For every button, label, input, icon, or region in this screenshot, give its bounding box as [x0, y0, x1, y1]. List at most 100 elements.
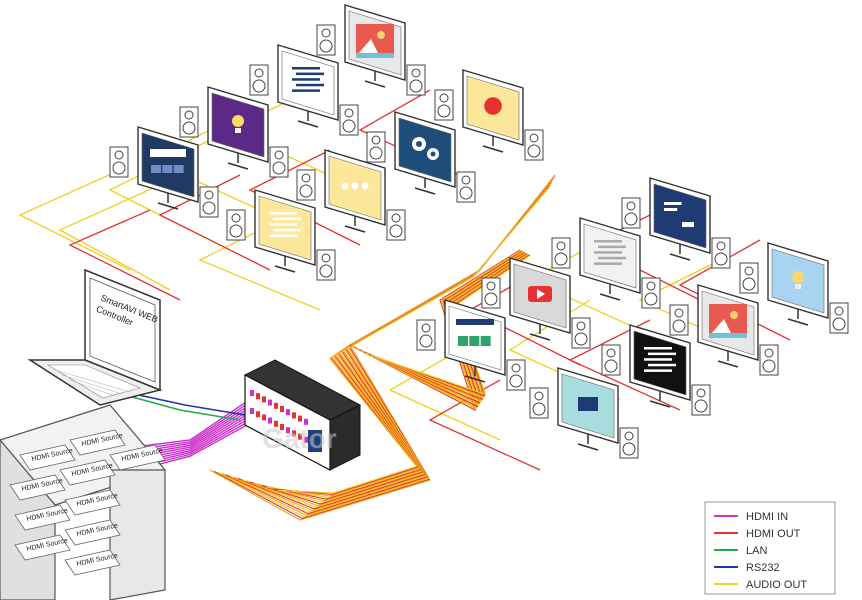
- display-unit: [434, 69, 544, 161]
- monitor: [557, 367, 619, 451]
- speaker-left: [601, 344, 621, 376]
- speaker-left: [739, 262, 759, 294]
- speaker-left: [416, 319, 436, 351]
- display-unit: [739, 242, 849, 334]
- lightbulb-icon: [792, 271, 804, 289]
- switch-port: [292, 412, 296, 419]
- landscape-icon: [709, 304, 747, 338]
- display-unit: [481, 257, 591, 349]
- speaker-right: [386, 209, 406, 241]
- speaker-right: [456, 171, 476, 203]
- hdmi-source-unit: HDMI Source: [69, 429, 126, 456]
- switch-port: [280, 424, 284, 430]
- speaker-left: [366, 131, 386, 163]
- document-lines-icon: [292, 67, 324, 92]
- speaker-left: [621, 197, 641, 229]
- monitor: [697, 284, 759, 368]
- speaker-right: [619, 427, 639, 459]
- speaker-right: [506, 359, 526, 391]
- switch-port: [298, 415, 302, 422]
- speaker-right: [829, 302, 849, 334]
- monitor: [462, 69, 524, 153]
- monitor: [277, 44, 339, 128]
- speaker-right: [339, 104, 359, 136]
- text-lines-icon: [594, 240, 626, 265]
- hdmi-source-unit: HDMI Source: [59, 459, 116, 486]
- matrix-switch: [243, 359, 362, 471]
- display-unit: [601, 324, 711, 416]
- brick-text-icon: [269, 212, 301, 237]
- monitor: [394, 111, 456, 195]
- speaker-right: [571, 317, 591, 349]
- monitor: [207, 86, 269, 170]
- switch-port: [286, 427, 290, 434]
- black-text-icon: [644, 347, 676, 372]
- rs232-cable: [124, 391, 246, 416]
- switch-port: [268, 399, 272, 406]
- switch-port: [298, 433, 302, 440]
- speaker-right: [199, 186, 219, 218]
- legend-label: HDMI OUT: [746, 528, 801, 540]
- hdmi-source-unit: HDMI Source: [14, 534, 71, 561]
- display-unit: [296, 149, 406, 241]
- switch-port: [250, 390, 254, 396]
- legend-label: LAN: [746, 545, 767, 557]
- speaker-left: [226, 209, 246, 241]
- laptop: SmartAVI WEB Controller: [27, 268, 163, 406]
- window-icon: [578, 397, 598, 411]
- display-unit: [109, 126, 219, 218]
- speaker-left: [296, 169, 316, 201]
- display-unit: [316, 4, 426, 96]
- speaker-right: [316, 249, 336, 281]
- switch-port: [262, 414, 266, 421]
- watermark: Gator: [262, 423, 337, 454]
- hdmi-source-unit: HDMI Source: [64, 519, 121, 546]
- display-unit: [551, 217, 661, 309]
- hdmi-source-unit: HDMI Source: [19, 444, 76, 471]
- switch-port: [262, 396, 266, 403]
- speaker-left: [481, 277, 501, 309]
- speaker-right: [269, 146, 289, 178]
- lightbulb-icon: [232, 115, 244, 133]
- speaker-right: [406, 64, 426, 96]
- web-page-icon: [664, 202, 694, 227]
- hdmi-source-unit: HDMI Source: [64, 549, 121, 576]
- monitor: [629, 324, 691, 408]
- monitor: [649, 177, 711, 261]
- display-unit: [366, 111, 476, 203]
- monitor: [444, 299, 506, 383]
- legend-label: AUDIO OUT: [746, 579, 807, 591]
- speaker-right: [711, 237, 731, 269]
- monitor: [324, 149, 386, 233]
- legend-label: HDMI IN: [746, 511, 788, 523]
- switch-port: [256, 411, 260, 418]
- speaker-left: [434, 89, 454, 121]
- display-unit: [669, 284, 779, 376]
- speaker-left: [179, 106, 199, 138]
- speaker-right: [759, 344, 779, 376]
- display-unit: [416, 299, 526, 391]
- switch-port: [304, 418, 308, 425]
- monitor: [344, 4, 406, 88]
- switch-port: [286, 409, 290, 416]
- switch-port: [256, 393, 260, 400]
- switch-port: [250, 408, 254, 414]
- display-unit: [226, 189, 336, 281]
- switch-port: [304, 436, 308, 443]
- legend-label: RS232: [746, 562, 780, 574]
- speaker-right: [524, 129, 544, 161]
- speaker-right: [691, 384, 711, 416]
- speaker-left: [551, 237, 571, 269]
- green-cards-icon: [456, 319, 494, 346]
- monitor: [579, 217, 641, 301]
- monitor: [509, 257, 571, 341]
- lan-cable: [124, 394, 241, 421]
- play-button-icon: [528, 286, 552, 302]
- speaker-left: [529, 387, 549, 419]
- dashboard-icon: [150, 149, 186, 173]
- gears-icon: [412, 137, 439, 160]
- switch-port: [268, 417, 272, 424]
